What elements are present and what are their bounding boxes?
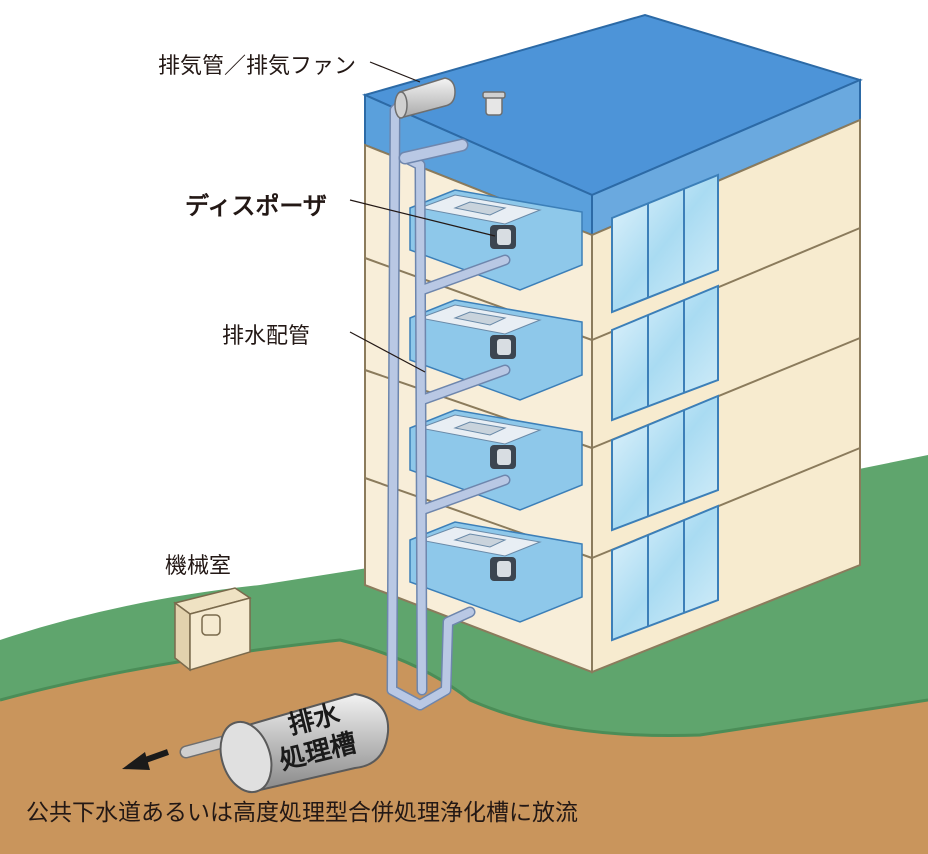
- window-4f: [611, 173, 719, 314]
- disposer-label: ディスポーザ: [185, 192, 327, 220]
- exhaust-fan-label: 排気管／排気ファン: [158, 54, 357, 79]
- kitchen-unit-3f: [409, 299, 583, 401]
- kitchen-unit-4f: [409, 189, 583, 291]
- exhaust-fan: [394, 77, 456, 119]
- window-3f: [611, 284, 719, 422]
- discharge-caption: 公共下水道あるいは高度処理型合併処理浄化槽に放流: [26, 800, 578, 826]
- soil: [0, 640, 928, 854]
- grass-edge: [0, 638, 928, 738]
- leader-lines: [349, 61, 496, 373]
- discharge-arrow: [122, 749, 170, 770]
- windows: [611, 173, 719, 642]
- kitchen-unit-2f: [409, 409, 583, 511]
- window-1f: [611, 504, 719, 642]
- roof-vent: [482, 91, 506, 116]
- kitchen-unit-1f: [409, 521, 583, 623]
- treatment-tank: [179, 692, 390, 794]
- window-2f: [611, 394, 719, 532]
- kitchen-units: [409, 189, 583, 623]
- drain-pipe-label: 排水配管: [222, 324, 311, 349]
- machine-room-label: 機械室: [165, 554, 232, 579]
- machine-room-box: [173, 587, 252, 672]
